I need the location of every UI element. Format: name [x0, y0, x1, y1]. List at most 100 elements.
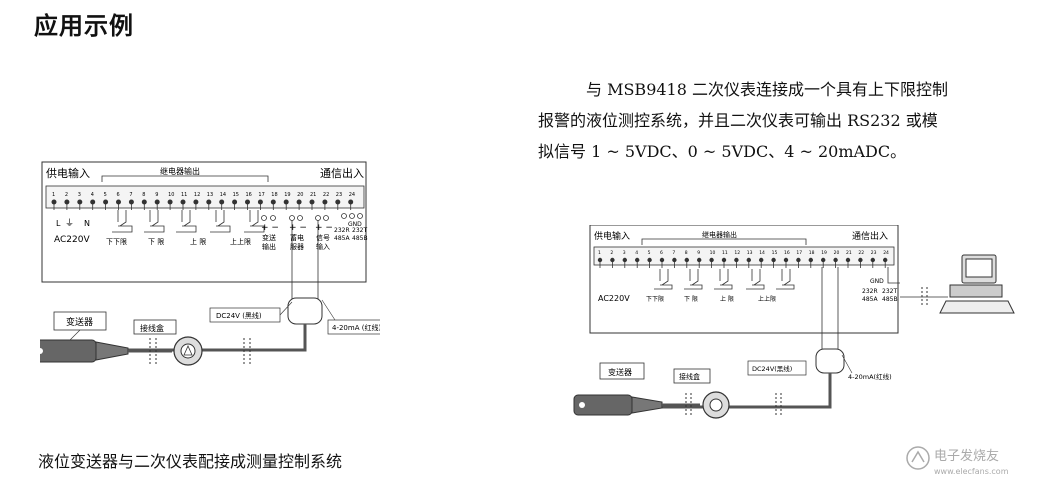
power-input-label: 供电输入	[46, 166, 90, 180]
terminal-number: 22	[323, 192, 329, 198]
terminal-number: 21	[846, 250, 852, 256]
terminal-number: 5	[648, 250, 651, 256]
terminal-number: 14	[220, 192, 226, 198]
terminal-number: 9	[155, 192, 158, 198]
terminal-number: 19	[284, 192, 290, 198]
relay-bracket	[101, 175, 269, 182]
ma-leader	[321, 299, 336, 321]
watermark-line-1: 电子发烧友	[934, 448, 999, 464]
terminal-number: 8	[142, 192, 145, 198]
terminal-number: 10	[168, 192, 174, 198]
watermark-icon	[906, 446, 930, 470]
relay-label-2: 下 限	[684, 295, 698, 303]
terminal-number: 23	[336, 192, 342, 198]
relay-output-label: 继电器输出	[160, 166, 200, 176]
terminal-number: 14	[759, 250, 765, 256]
plus-minus-3: + −	[315, 223, 333, 233]
terminal-number: 20	[297, 192, 303, 198]
terminal-number: 17	[796, 250, 802, 256]
ma-leader	[841, 354, 853, 374]
ground-symbol: ⏚	[65, 218, 74, 229]
terminal-number: 10	[710, 250, 716, 256]
rs485a-label: 485A	[334, 235, 350, 242]
dc24-leader	[279, 301, 293, 316]
terminal-number: 22	[858, 250, 864, 256]
relay-bracket	[641, 238, 807, 245]
dc24-label: DC24V(黑线)	[752, 364, 792, 373]
relay-label-1: 下下限	[646, 295, 664, 303]
comm-out-label: 通信出入	[320, 166, 364, 180]
terminal-number: 24	[349, 192, 355, 198]
transmitter-leader	[69, 329, 81, 341]
dc24-label: DC24V (黑线)	[216, 311, 262, 320]
description-line-2: 报警的液位测控系统，并且二次仪表可输出 RS232 或模	[538, 111, 938, 130]
transmit-output-label-2: 输出	[262, 242, 276, 251]
terminal-number: 13	[207, 192, 213, 198]
description-line-3: 拟信号 1 ~ 5VDC、0 ~ 5VDC、4 ~ 20mADC。	[538, 142, 907, 161]
l-label: L	[56, 219, 61, 228]
terminal-number: 16	[784, 250, 790, 256]
relay-switches	[654, 269, 795, 290]
terminal-number: 15	[772, 250, 778, 256]
junction-box-inner	[709, 398, 723, 412]
computer-icon	[939, 254, 1015, 314]
junction-box-symbol	[183, 345, 193, 356]
relay-label-4: 上上限	[230, 237, 251, 246]
rs232t-label: 232T	[352, 227, 367, 234]
relay-label-1: 下下限	[106, 237, 127, 246]
junction-box-label-box	[133, 319, 177, 335]
signal-input-label: 信号	[316, 233, 330, 242]
watermark-line-2: www.elecfans.com	[934, 467, 1009, 476]
terminal-number: 7	[672, 250, 675, 256]
n-label: N	[84, 219, 90, 228]
terminal-number: 12	[194, 192, 200, 198]
terminal-number: 16	[246, 192, 252, 198]
watermark-logo: 电子发烧友 www.elecfans.com	[906, 446, 1009, 476]
terminal-strip	[593, 246, 895, 266]
relay-switches	[112, 210, 265, 233]
main-cable	[100, 324, 307, 352]
rs232r-label: 232R	[862, 288, 878, 295]
terminal-number: 18	[809, 250, 815, 256]
relay-label-4: 上上限	[758, 295, 776, 303]
terminal-number: 6	[660, 250, 663, 256]
terminal-number: 1	[52, 192, 55, 198]
description-line-1: 与 MSB9418 二次仪表连接成一个具有上下限控制	[586, 80, 948, 99]
terminal-number: 4	[635, 250, 638, 256]
terminal-number: 19	[821, 250, 827, 256]
transmitter-taper	[631, 396, 663, 414]
gnd-label: GND	[870, 278, 884, 285]
relay-label-3: 上 限	[720, 295, 734, 303]
cable-sheath	[815, 348, 845, 374]
terminal-number: 3	[623, 250, 626, 256]
terminal-number: 11	[722, 250, 728, 256]
power-input-label: 供电输入	[594, 230, 630, 242]
terminal-number: 17	[258, 192, 264, 198]
terminal-number: 18	[271, 192, 277, 198]
relay-label-3: 上 限	[190, 237, 206, 246]
ma-label: 4-20mA(红线)	[848, 372, 892, 381]
comm-out-label: 通信出入	[852, 230, 888, 242]
terminal-number: 2	[610, 250, 613, 256]
ma-label: 4-20mA (红线)	[332, 323, 380, 332]
terminal-number: 24	[883, 250, 889, 256]
output-terminals	[261, 213, 363, 221]
instrument-panel	[41, 161, 367, 283]
transmitter-port	[40, 348, 43, 354]
terminal-number: 8	[685, 250, 688, 256]
rs485b-label: 485B	[882, 296, 898, 303]
section-heading: 应用示例	[34, 12, 134, 40]
terminal-number: 15	[233, 192, 239, 198]
plus-minus-2: + −	[289, 223, 307, 233]
comm-cable	[887, 267, 900, 284]
alarm-label: 蓄电	[290, 233, 304, 242]
terminal-number: 9	[697, 250, 700, 256]
instrument-panel	[589, 225, 899, 334]
alarm-label-2: 服器	[290, 243, 304, 251]
terminal-number: 6	[117, 192, 120, 198]
diagram-caption: 液位变送器与二次仪表配接成测量控制系统	[38, 452, 343, 471]
terminal-number: 2	[65, 192, 68, 198]
transmitter-port	[579, 402, 585, 408]
